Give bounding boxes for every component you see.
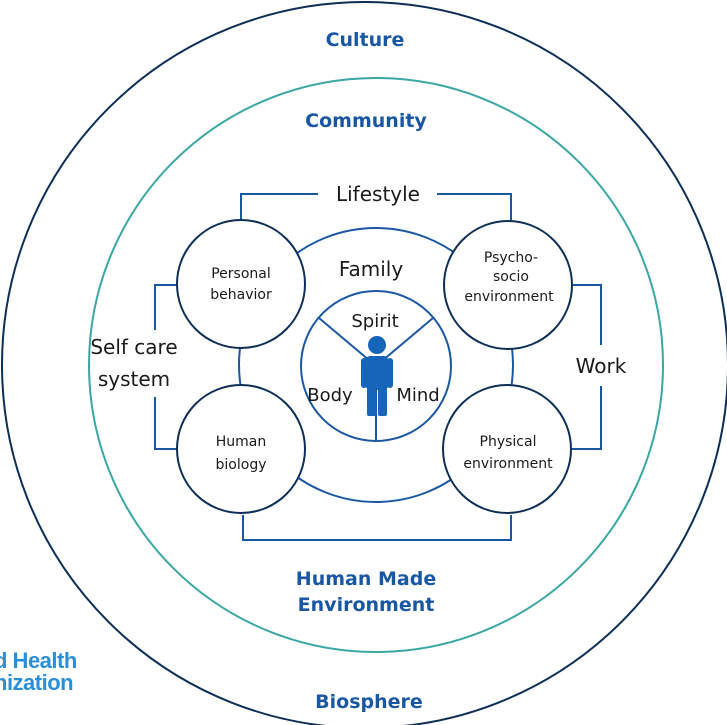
core-divider-left	[318, 317, 377, 367]
node-human-biology	[176, 384, 306, 514]
human-made-env-line1: Human Made	[296, 568, 436, 590]
node-personal-behavior	[176, 219, 306, 349]
lifestyle-label: Lifestyle	[336, 182, 420, 206]
body-label: Body	[307, 385, 353, 406]
community-label: Community	[305, 110, 427, 132]
bottom-bracket	[242, 515, 512, 541]
work-bracket-bottom	[568, 386, 602, 450]
lifestyle-bracket-left	[240, 193, 318, 221]
psycho-socio-line2: socio	[493, 269, 529, 285]
selfcare-bracket-top	[154, 284, 183, 330]
personal-behavior-line1: Personal	[211, 266, 271, 282]
work-label: Work	[576, 354, 627, 378]
family-label: Family	[339, 257, 404, 281]
mind-label: Mind	[396, 385, 439, 406]
selfcare-label-line1: Self care	[90, 335, 177, 359]
psycho-socio-line3: environment	[464, 289, 554, 305]
who-logo-text: d Health nization	[0, 650, 77, 694]
node-physical-environment	[442, 384, 572, 514]
community-ring	[88, 77, 664, 653]
human-biology-line1: Human	[216, 434, 267, 450]
personal-behavior-line2: behavior	[210, 287, 272, 303]
person-icon	[361, 336, 393, 416]
psycho-socio-line1: Psycho-	[484, 250, 538, 266]
node-psycho-socio	[443, 220, 573, 350]
human-biology-line2: biology	[216, 457, 267, 473]
human-made-env-line2: Environment	[298, 594, 435, 616]
physical-environment-line1: Physical	[480, 434, 537, 450]
selfcare-bracket-bottom	[154, 397, 183, 450]
physical-environment-line2: environment	[463, 456, 553, 472]
family-ring	[238, 227, 514, 503]
work-bracket-top	[568, 284, 602, 345]
logo-line1: d Health	[0, 648, 77, 673]
spirit-label: Spirit	[351, 311, 398, 332]
biosphere-label: Biosphere	[315, 691, 423, 713]
selfcare-label-line2: system	[98, 367, 170, 391]
logo-line2: nization	[0, 670, 74, 695]
lifestyle-bracket-right	[437, 193, 512, 221]
culture-label: Culture	[326, 29, 405, 51]
